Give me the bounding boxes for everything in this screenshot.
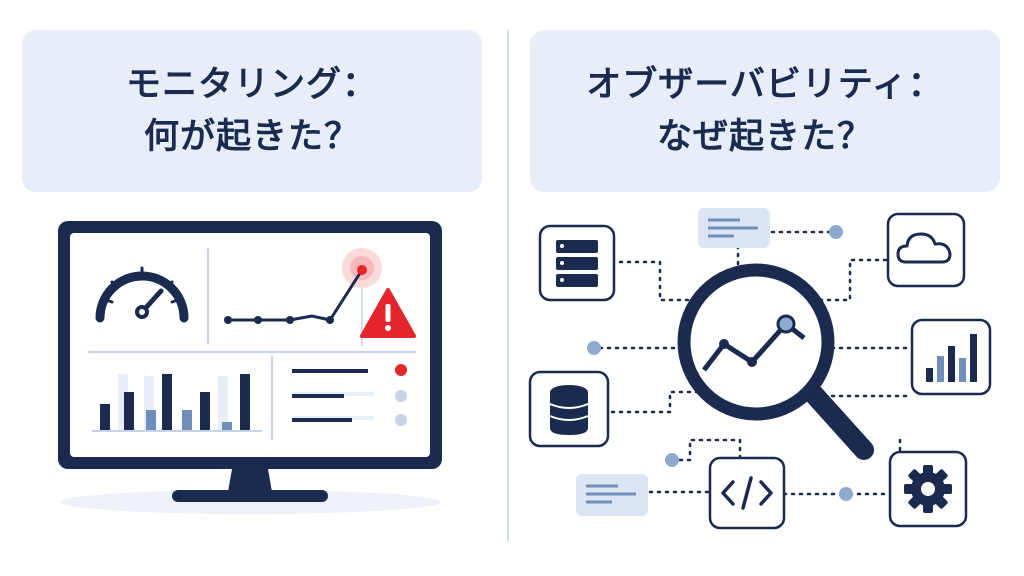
gauge-icon [95,266,189,323]
alert-line-chart [224,248,382,346]
monitor [58,221,442,514]
log-card-icon [698,208,770,248]
magnifier-icon [677,263,874,460]
monitoring-title-line2: 何が起きた？ [143,117,360,157]
status-list [292,364,407,426]
observability-title-line2: なぜ起きた？ [656,117,873,157]
status-dot-alert [395,364,407,376]
status-dot [395,390,407,402]
monitoring-title-line1: モニタリング： [125,65,378,105]
status-dot [395,414,407,426]
observability-title: オブザーバビリティ： なぜ起きた？ [530,30,1000,192]
panel-divider [507,30,509,542]
observability-title-line1: オブザーバビリティ： [586,65,944,105]
monitor-neck [228,469,272,492]
network-nodes [587,225,853,501]
monitor-stand [172,490,328,502]
code-icon [708,456,786,530]
warning-icon [360,288,416,338]
server-icon [538,224,616,302]
database-icon [528,370,610,448]
monitoring-title: モニタリング： 何が起きた？ [22,30,482,192]
bar-chart-icon [910,318,992,396]
log-card-icon [576,474,648,516]
gear-icon [888,450,968,528]
bar-chart [92,374,262,432]
cloud-icon [886,212,966,288]
